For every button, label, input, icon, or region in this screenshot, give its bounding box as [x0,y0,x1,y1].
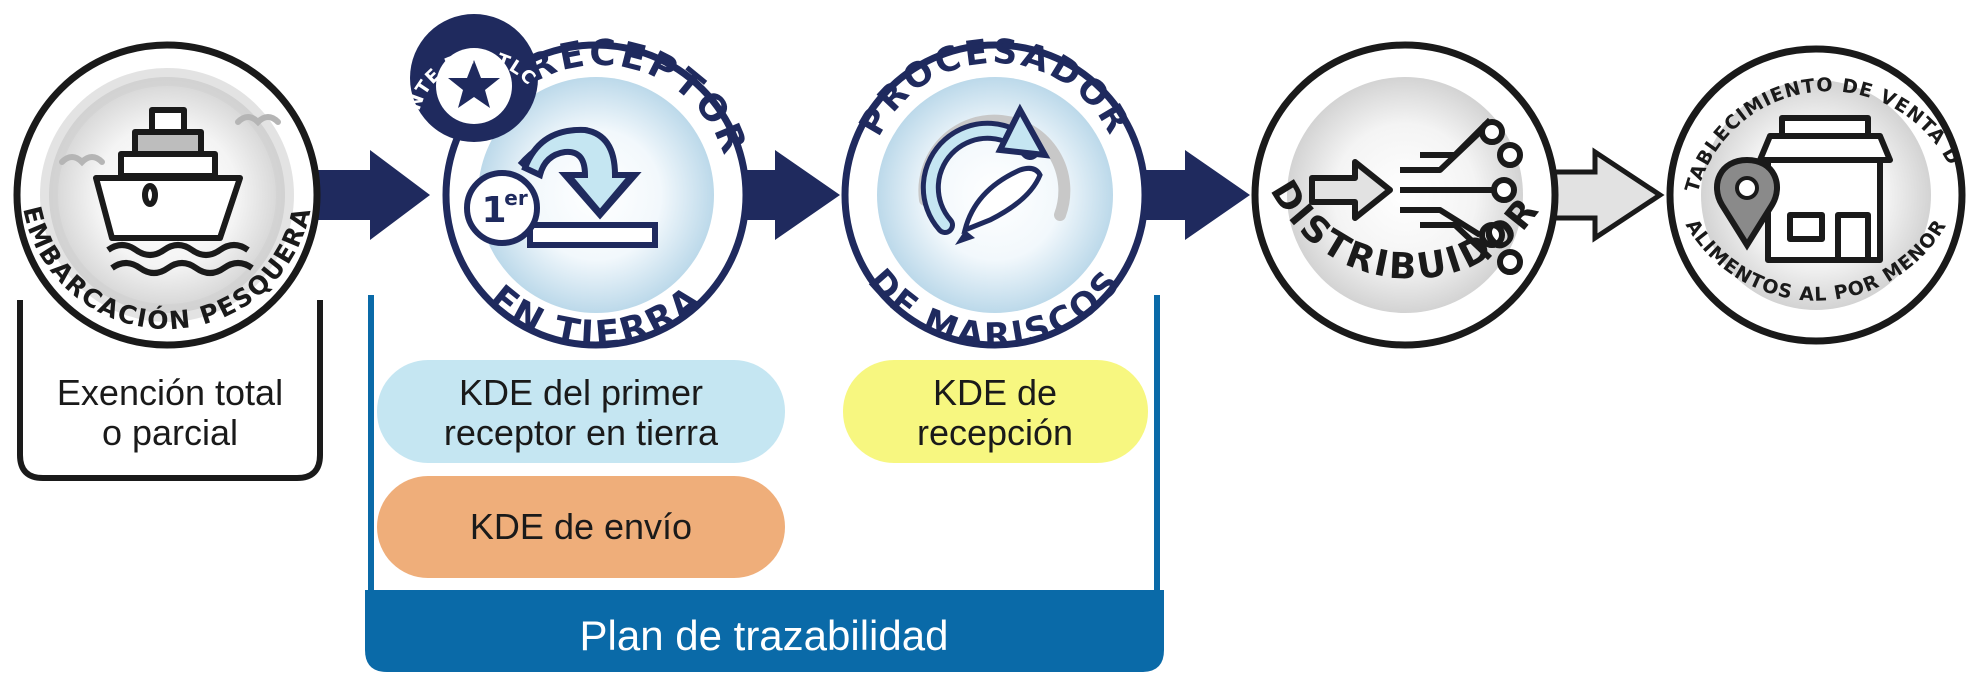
ship-icon [93,107,254,276]
first-number: 1 [481,190,506,231]
flow-arrow-icon [1140,150,1250,240]
traceability-plan-label: Plan de trazabilidad [580,612,949,659]
exemption-box [17,300,323,481]
first-suffix: er [504,186,528,210]
flow-arrow-icon [1549,147,1665,243]
first-badge [464,170,540,246]
fish-icon [955,165,1043,245]
tlc-source-badge [410,14,538,142]
bird-icon [59,114,281,167]
kde-shipping-line1: KDE de envío [470,506,692,547]
cycle-arrow-icon [918,103,1071,235]
exemption-line2: o parcial [102,412,238,453]
traceability-plan-bracket [365,295,1164,672]
flow-arrow-icon [315,150,430,240]
kde-first-receiver-line1: KDE del primer [459,372,703,413]
location-pin-icon [1714,156,1780,251]
kde-first-receiver-line2: receptor en tierra [444,412,719,453]
kde-receiving-line1: KDE de [933,372,1057,413]
circuit-arrow-icon [1309,117,1523,275]
kde-receiving-line2: recepción [917,412,1073,453]
kde-shipping-pill [377,476,785,578]
exemption-line1: Exención total [57,372,283,413]
distributor-node [1251,41,1559,349]
kde-receiving-pill [843,360,1148,463]
star-icon [448,60,500,108]
flow-arrow-icon [728,150,840,240]
transfer-arrow-icon [517,126,658,248]
kde-first-receiver-pill [377,360,785,463]
